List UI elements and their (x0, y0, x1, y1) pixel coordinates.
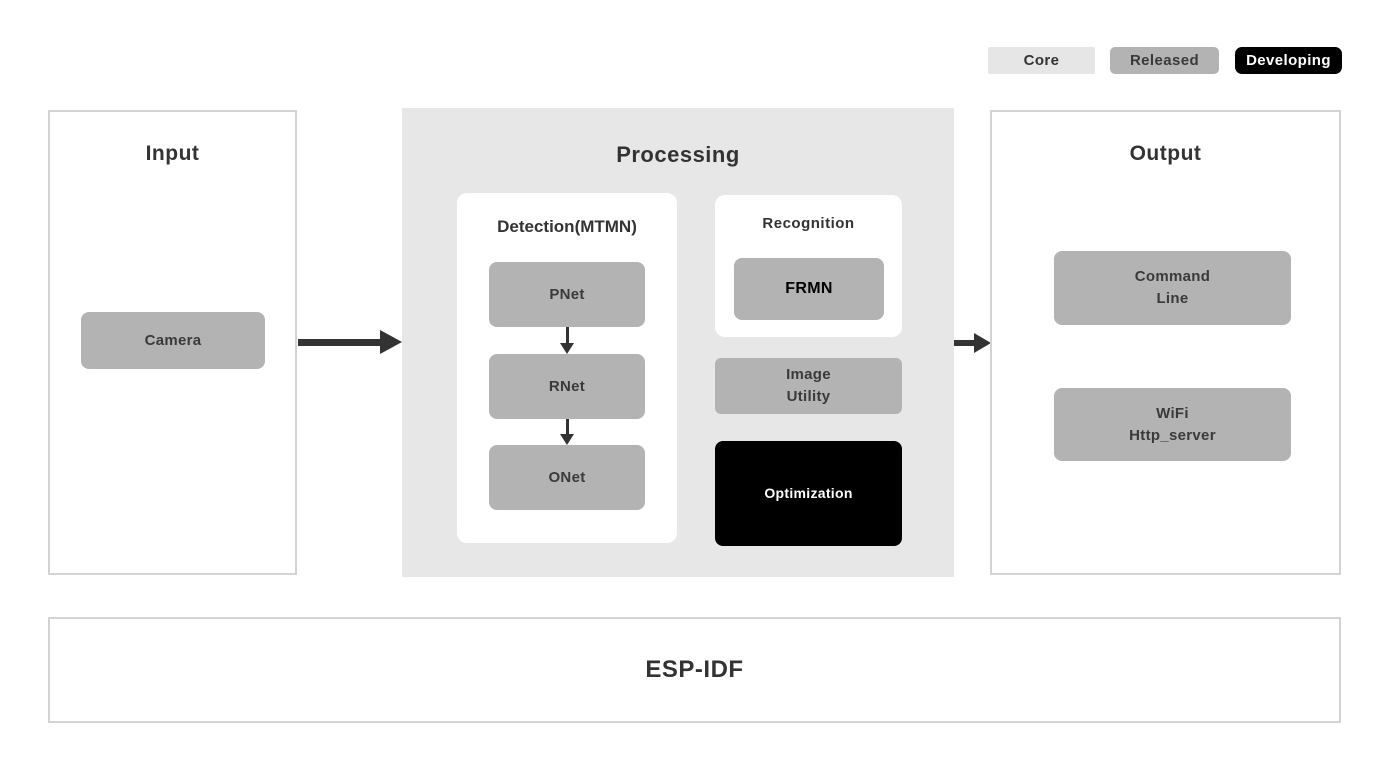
recognition-card: Recognition FRMN (715, 195, 902, 337)
output-section: Output Command Line WiFi Http_server (990, 110, 1341, 575)
arrow-line (565, 327, 569, 343)
pnet-label: PNet (549, 285, 585, 303)
espidf-title: ESP-IDF (645, 656, 744, 683)
image-utility-label-line2: Utility (786, 388, 831, 405)
legend-badge-core: Core (988, 47, 1095, 74)
processing-title: Processing (616, 142, 740, 167)
wifi-label-line2: Http_server (1129, 426, 1216, 444)
wifi-label-line1: WiFi (1156, 404, 1189, 422)
pnet-module: PNet (489, 262, 645, 327)
input-section: Input Camera (48, 110, 297, 575)
wifi-http-server-module: WiFi Http_server (1054, 388, 1291, 461)
detection-card: Detection(MTMN) PNet RNet ONet (457, 193, 677, 543)
onet-module: ONet (489, 445, 645, 510)
command-line-module: Command Line (1054, 251, 1291, 325)
arrow-line (954, 340, 974, 346)
espidf-section: ESP-IDF (48, 617, 1341, 723)
arrow-head-icon (560, 343, 574, 354)
recognition-title: Recognition (762, 215, 855, 232)
arrow-head-icon (974, 333, 991, 353)
rnet-module: RNet (489, 354, 645, 419)
arrow-line (298, 338, 380, 346)
command-line-label-line1: Command (1134, 268, 1211, 286)
onet-label: ONet (548, 468, 586, 486)
arrow-head-icon (380, 330, 402, 354)
frmn-label: FRMN (785, 280, 833, 298)
input-title: Input (145, 142, 200, 165)
optimization-module: Optimization (715, 441, 902, 546)
image-utility-module: Image Utility (715, 358, 902, 414)
legend-badge-developing: Developing (1235, 47, 1342, 74)
rnet-label: RNet (548, 377, 586, 395)
image-utility-label-line1: Image (786, 366, 831, 384)
right-arrow-connector (298, 330, 402, 354)
frmn-module: FRMN (734, 258, 884, 320)
camera-module: Camera (81, 312, 265, 369)
output-title: Output (1129, 142, 1202, 165)
optimization-label: Optimization (764, 485, 853, 502)
legend-badge-released: Released (1110, 47, 1219, 74)
arrow-head-icon (560, 434, 574, 445)
processing-section: Processing Detection(MTMN) PNet RNet ONe… (402, 108, 954, 577)
command-line-label-line2: Line (1156, 290, 1189, 307)
arrow-line (565, 419, 569, 434)
right-arrow-connector (954, 333, 991, 353)
camera-label: Camera (144, 331, 202, 349)
down-arrow-connector (560, 419, 574, 445)
down-arrow-connector (560, 327, 574, 354)
detection-title: Detection(MTMN) (497, 217, 637, 236)
